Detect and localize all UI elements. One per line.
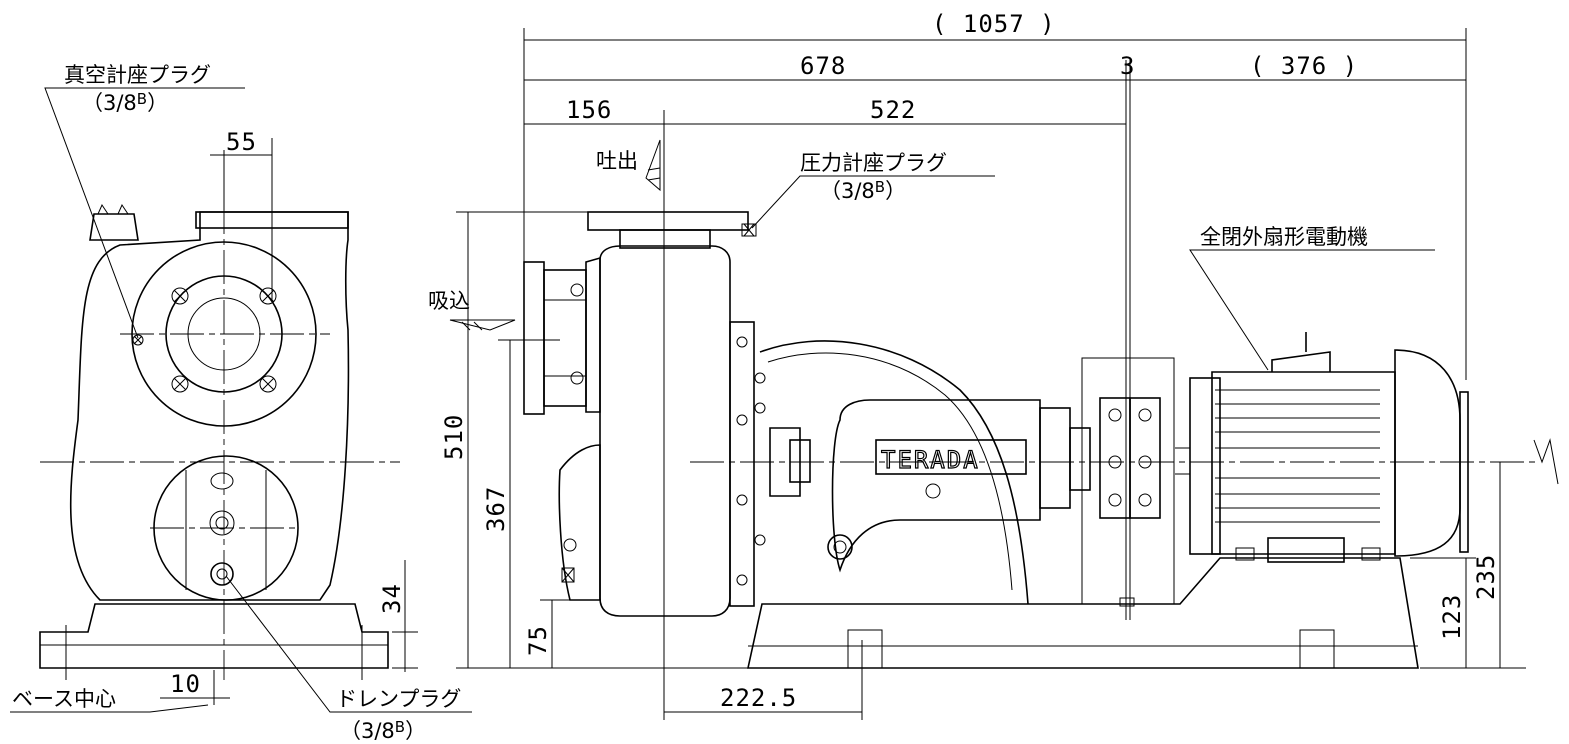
drain-plug-label: ドレンプラグ [336, 687, 461, 711]
dim-123: 123 [1438, 594, 1466, 640]
base-center-label: ベース中心 [12, 687, 116, 711]
dim-overall: ( 1057 ) [932, 10, 1056, 38]
dim-3: 3 [1120, 52, 1135, 80]
dim-510: 510 [440, 414, 468, 460]
dim-522: 522 [870, 96, 916, 124]
front-view [10, 87, 472, 713]
dim-10: 10 [170, 670, 201, 698]
discharge-label: 吐出 [596, 149, 638, 173]
vacuum-plug-label: 真空計座プラグ [64, 63, 211, 87]
pressure-plug-label: 圧力計座プラグ [800, 151, 947, 175]
side-view: TERADA [449, 28, 1559, 720]
drain-plug-size: （3/8B） [340, 718, 426, 743]
brand-label: TERADA [881, 446, 980, 474]
dim-156: 156 [566, 96, 612, 124]
dim-678: 678 [800, 52, 846, 80]
suction-label: 吸込 [428, 289, 470, 313]
dim-235: 235 [1472, 554, 1500, 600]
vacuum-plug-size: （3/8B） [82, 90, 168, 115]
dim-75: 75 [524, 625, 552, 656]
dim-55: 55 [226, 128, 257, 156]
dim-376: ( 376 ) [1250, 52, 1358, 80]
dim-367: 367 [482, 486, 510, 532]
motor-label: 全閉外扇形電動機 [1200, 225, 1368, 249]
text-labels: 真空計座プラグ （3/8B） 圧力計座プラグ （3/8B） ドレンプラグ （3/… [12, 10, 1500, 743]
dim-222-5: 222.5 [720, 684, 797, 712]
pressure-plug-size: （3/8B） [820, 178, 906, 203]
dim-34: 34 [378, 583, 406, 614]
